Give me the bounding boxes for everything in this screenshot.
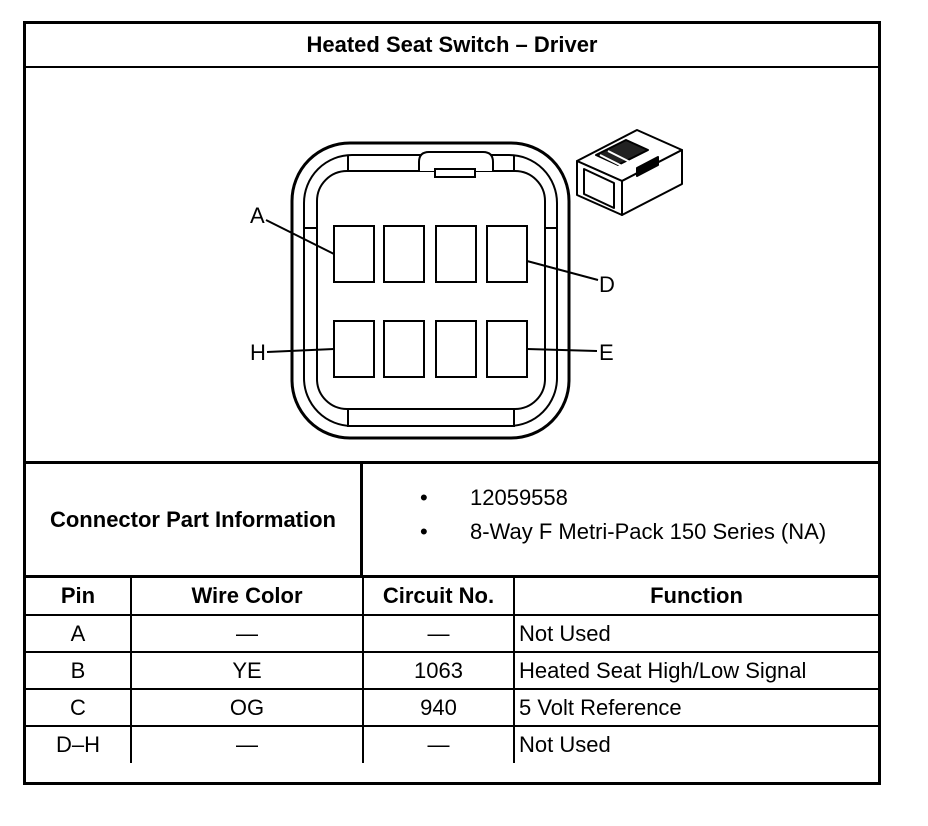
pin-table: Pin Wire Color Circuit No. Function A — …	[26, 578, 878, 763]
pin-label-e: E	[599, 340, 614, 365]
cell-wire-color: YE	[130, 651, 364, 690]
header-wire-color: Wire Color	[130, 578, 364, 616]
part-info-list: • 12059558 • 8-Way F Metri-Pack 150 Seri…	[363, 464, 878, 575]
terminal-b	[383, 225, 425, 283]
terminal-g	[383, 320, 425, 378]
iso-side-face	[621, 149, 683, 216]
iso-side-notch	[636, 156, 659, 177]
terminal-a	[333, 225, 375, 283]
cell-function: 5 Volt Reference	[513, 688, 878, 727]
connector-isometric-icon	[576, 129, 683, 216]
cell-function: Not Used	[513, 614, 878, 653]
cell-wire-color: —	[130, 725, 364, 763]
terminal-d	[486, 225, 528, 283]
cell-wire-color: OG	[130, 688, 364, 727]
header-pin: Pin	[26, 578, 132, 616]
part-info-label: Connector Part Information	[26, 464, 363, 575]
part-description-item: • 8-Way F Metri-Pack 150 Series (NA)	[363, 516, 878, 548]
cell-pin: B	[26, 651, 132, 690]
iso-latch-rib-2	[607, 150, 633, 164]
cell-pin: D–H	[26, 725, 132, 763]
header-circuit: Circuit No.	[362, 578, 515, 616]
table-header-row: Pin Wire Color Circuit No. Function	[26, 578, 878, 616]
latch-tab	[434, 168, 476, 178]
cell-function: Heated Seat High/Low Signal	[513, 651, 878, 690]
pin-label-d: D	[599, 272, 615, 297]
pin-label-h: H	[250, 340, 266, 365]
table-row: D–H — — Not Used	[26, 725, 878, 763]
connector-inner-shell	[303, 154, 558, 427]
cell-pin: A	[26, 614, 132, 653]
bullet-icon: •	[420, 519, 428, 544]
table-row: C OG 940 5 Volt Reference	[26, 688, 878, 727]
terminal-h	[333, 320, 375, 378]
table-row: B YE 1063 Heated Seat High/Low Signal	[26, 651, 878, 690]
latch-housing	[418, 151, 494, 171]
cell-circuit: 940	[362, 688, 515, 727]
header-function: Function	[513, 578, 878, 616]
connector-outer-shell	[290, 141, 571, 440]
connector-diagram: A D H E	[26, 68, 878, 461]
connector-part-info: Connector Part Information • 12059558 • …	[26, 461, 878, 578]
cell-function: Not Used	[513, 725, 878, 763]
leader-line-h	[266, 348, 335, 353]
part-number: 12059558	[470, 485, 568, 510]
part-description: 8-Way F Metri-Pack 150 Series (NA)	[470, 519, 827, 544]
bottom-key	[347, 408, 515, 427]
terminal-e	[486, 320, 528, 378]
pin-label-a: A	[250, 203, 265, 228]
cell-circuit: 1063	[362, 651, 515, 690]
page-title: Heated Seat Switch – Driver	[26, 24, 878, 68]
connector-sheet: Heated Seat Switch – Driver	[23, 21, 881, 785]
leader-line-e	[526, 348, 598, 352]
terminal-f	[435, 320, 477, 378]
bullet-icon: •	[420, 485, 428, 510]
leader-line-a	[265, 219, 335, 255]
cell-wire-color: —	[130, 614, 364, 653]
cell-circuit: —	[362, 725, 515, 763]
iso-latch-rib	[599, 154, 627, 169]
part-number-item: • 12059558	[363, 482, 878, 514]
cell-circuit: —	[362, 614, 515, 653]
iso-front-opening	[583, 168, 615, 209]
cell-pin: C	[26, 688, 132, 727]
table-row: A — — Not Used	[26, 614, 878, 653]
connector-face-drawing: A D H E	[250, 129, 683, 440]
terminal-c	[435, 225, 477, 283]
leader-line-d	[526, 260, 599, 281]
